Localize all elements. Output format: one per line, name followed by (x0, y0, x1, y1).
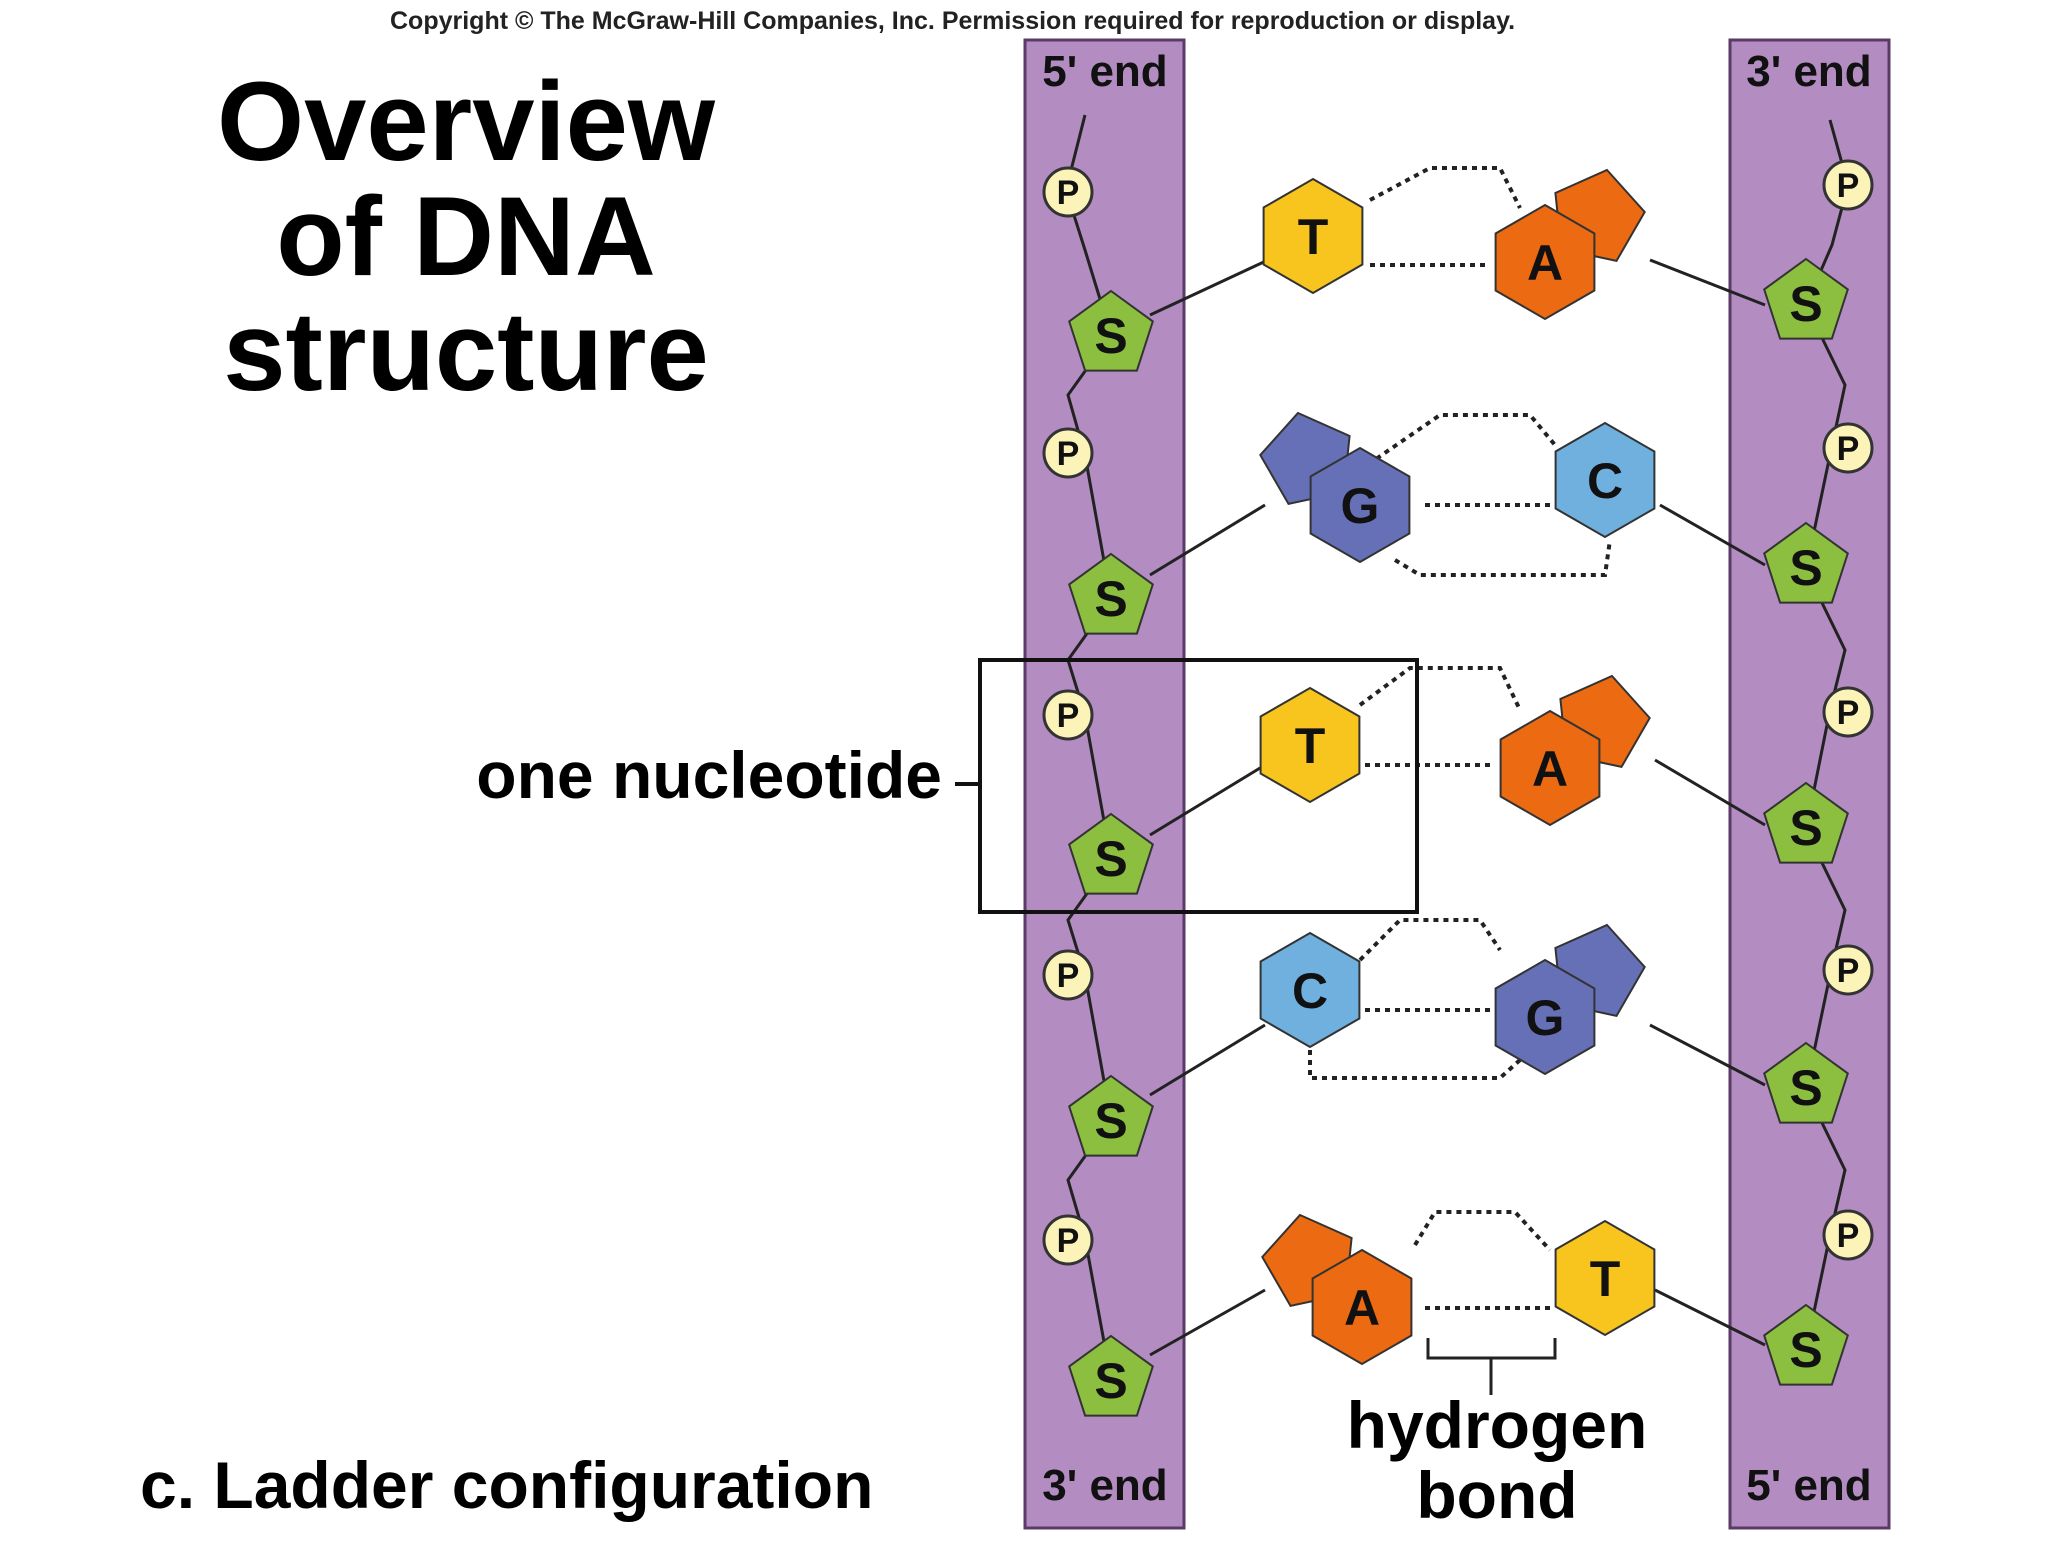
right-top-end-label: 3' end (1746, 47, 1871, 96)
base-letter-right-1: A (1527, 235, 1563, 291)
left-phosphate-3: P (1042, 689, 1094, 741)
title-line-2: of DNA (276, 174, 655, 299)
one-nucleotide-label: one nucleotide (476, 738, 942, 812)
title-line-1: Overview (217, 59, 716, 184)
base-letter-left-3: T (1295, 718, 1326, 774)
left-sugar-2: S (1068, 552, 1154, 635)
right-sugar-4-label: S (1789, 1060, 1822, 1116)
base-letter-right-4: G (1526, 990, 1565, 1046)
backbone-nodes: P P P P P S S S S S P P P P P S S S S S (1042, 159, 1874, 1417)
left-phosphate-4: P (1042, 949, 1094, 1001)
right-sugar-4: S (1763, 1041, 1849, 1124)
left-sugar-2-label: S (1094, 571, 1127, 627)
right-phosphate-3-label: P (1837, 694, 1860, 732)
base-T-right-5: T (1554, 1219, 1656, 1337)
left-phosphate-3-label: P (1057, 697, 1080, 735)
right-sugar-1-label: S (1789, 276, 1822, 332)
base-G-right-4: G (1494, 923, 1646, 1076)
left-bottom-end-label: 3' end (1042, 1461, 1167, 1510)
base-letter-right-3: A (1532, 741, 1568, 797)
left-sugar-5-label: S (1094, 1353, 1127, 1409)
right-sugar-1: S (1763, 257, 1849, 340)
right-phosphate-2: P (1822, 422, 1874, 474)
copyright-notice: Copyright © The McGraw-Hill Companies, I… (390, 7, 1515, 35)
base-letter-left-2: G (1341, 478, 1380, 534)
right-phosphate-2-label: P (1837, 430, 1860, 468)
right-phosphate-4-label: P (1837, 952, 1860, 990)
right-sugar-3-label: S (1789, 800, 1822, 856)
right-bottom-end-label: 5' end (1746, 1461, 1871, 1510)
right-phosphate-4: P (1822, 944, 1874, 996)
right-sugar-3: S (1763, 781, 1849, 864)
base-letter-right-2: C (1587, 453, 1623, 509)
base-C-right-2: C (1554, 421, 1656, 539)
base-T-left-3: T (1259, 686, 1361, 804)
base-letter-left-1: T (1298, 209, 1329, 265)
base-letter-right-5: T (1590, 1251, 1621, 1307)
hydrogen-label: hydrogen (1347, 1388, 1648, 1462)
sugar-base-connectors (1149, 258, 1766, 1357)
base-letter-left-5: A (1344, 1280, 1380, 1336)
left-phosphate-5: P (1042, 1214, 1094, 1266)
base-A-left-5: A (1261, 1213, 1413, 1366)
caption: c. Ladder configuration (140, 1448, 873, 1522)
right-phosphate-3: P (1822, 686, 1874, 738)
hydrogen-bond-bracket (1426, 1338, 1557, 1360)
right-phosphate-1-label: P (1837, 167, 1860, 205)
left-sugar-4-label: S (1094, 1093, 1127, 1149)
left-sugar-3-label: S (1094, 831, 1127, 887)
base-T-left-1: T (1262, 177, 1364, 295)
hydrogen-bonds (1308, 166, 1612, 1310)
base-A-right-1: A (1494, 168, 1646, 321)
left-sugar-5: S (1068, 1334, 1154, 1417)
left-phosphate-1-label: P (1057, 174, 1080, 212)
bond-label: bond (1416, 1458, 1577, 1532)
right-sugar-2: S (1763, 521, 1849, 604)
left-sugar-1-label: S (1094, 308, 1127, 364)
base-pairs: T A G C T A C G A T (1259, 168, 1656, 1366)
base-C-left-4: C (1259, 931, 1361, 1049)
left-phosphate-4-label: P (1057, 957, 1080, 995)
right-phosphate-1: P (1822, 159, 1874, 211)
right-phosphate-5: P (1822, 1209, 1874, 1261)
base-A-right-3: A (1499, 674, 1651, 827)
right-sugar-5: S (1763, 1303, 1849, 1386)
base-letter-left-4: C (1292, 963, 1328, 1019)
right-phosphate-5-label: P (1837, 1217, 1860, 1255)
left-sugar-4: S (1068, 1074, 1154, 1157)
left-top-end-label: 5' end (1042, 47, 1167, 96)
base-G-left-2: G (1259, 411, 1411, 564)
left-phosphate-2: P (1042, 427, 1094, 479)
left-sugar-1: S (1068, 289, 1154, 372)
right-sugar-2-label: S (1789, 540, 1822, 596)
right-sugar-5-label: S (1789, 1322, 1822, 1378)
left-sugar-3: S (1068, 812, 1154, 895)
left-phosphate-5-label: P (1057, 1222, 1080, 1260)
left-phosphate-1: P (1042, 166, 1094, 218)
left-phosphate-2-label: P (1057, 435, 1080, 473)
title-line-3: structure (223, 289, 708, 414)
left-backbone (1023, 38, 1186, 1530)
